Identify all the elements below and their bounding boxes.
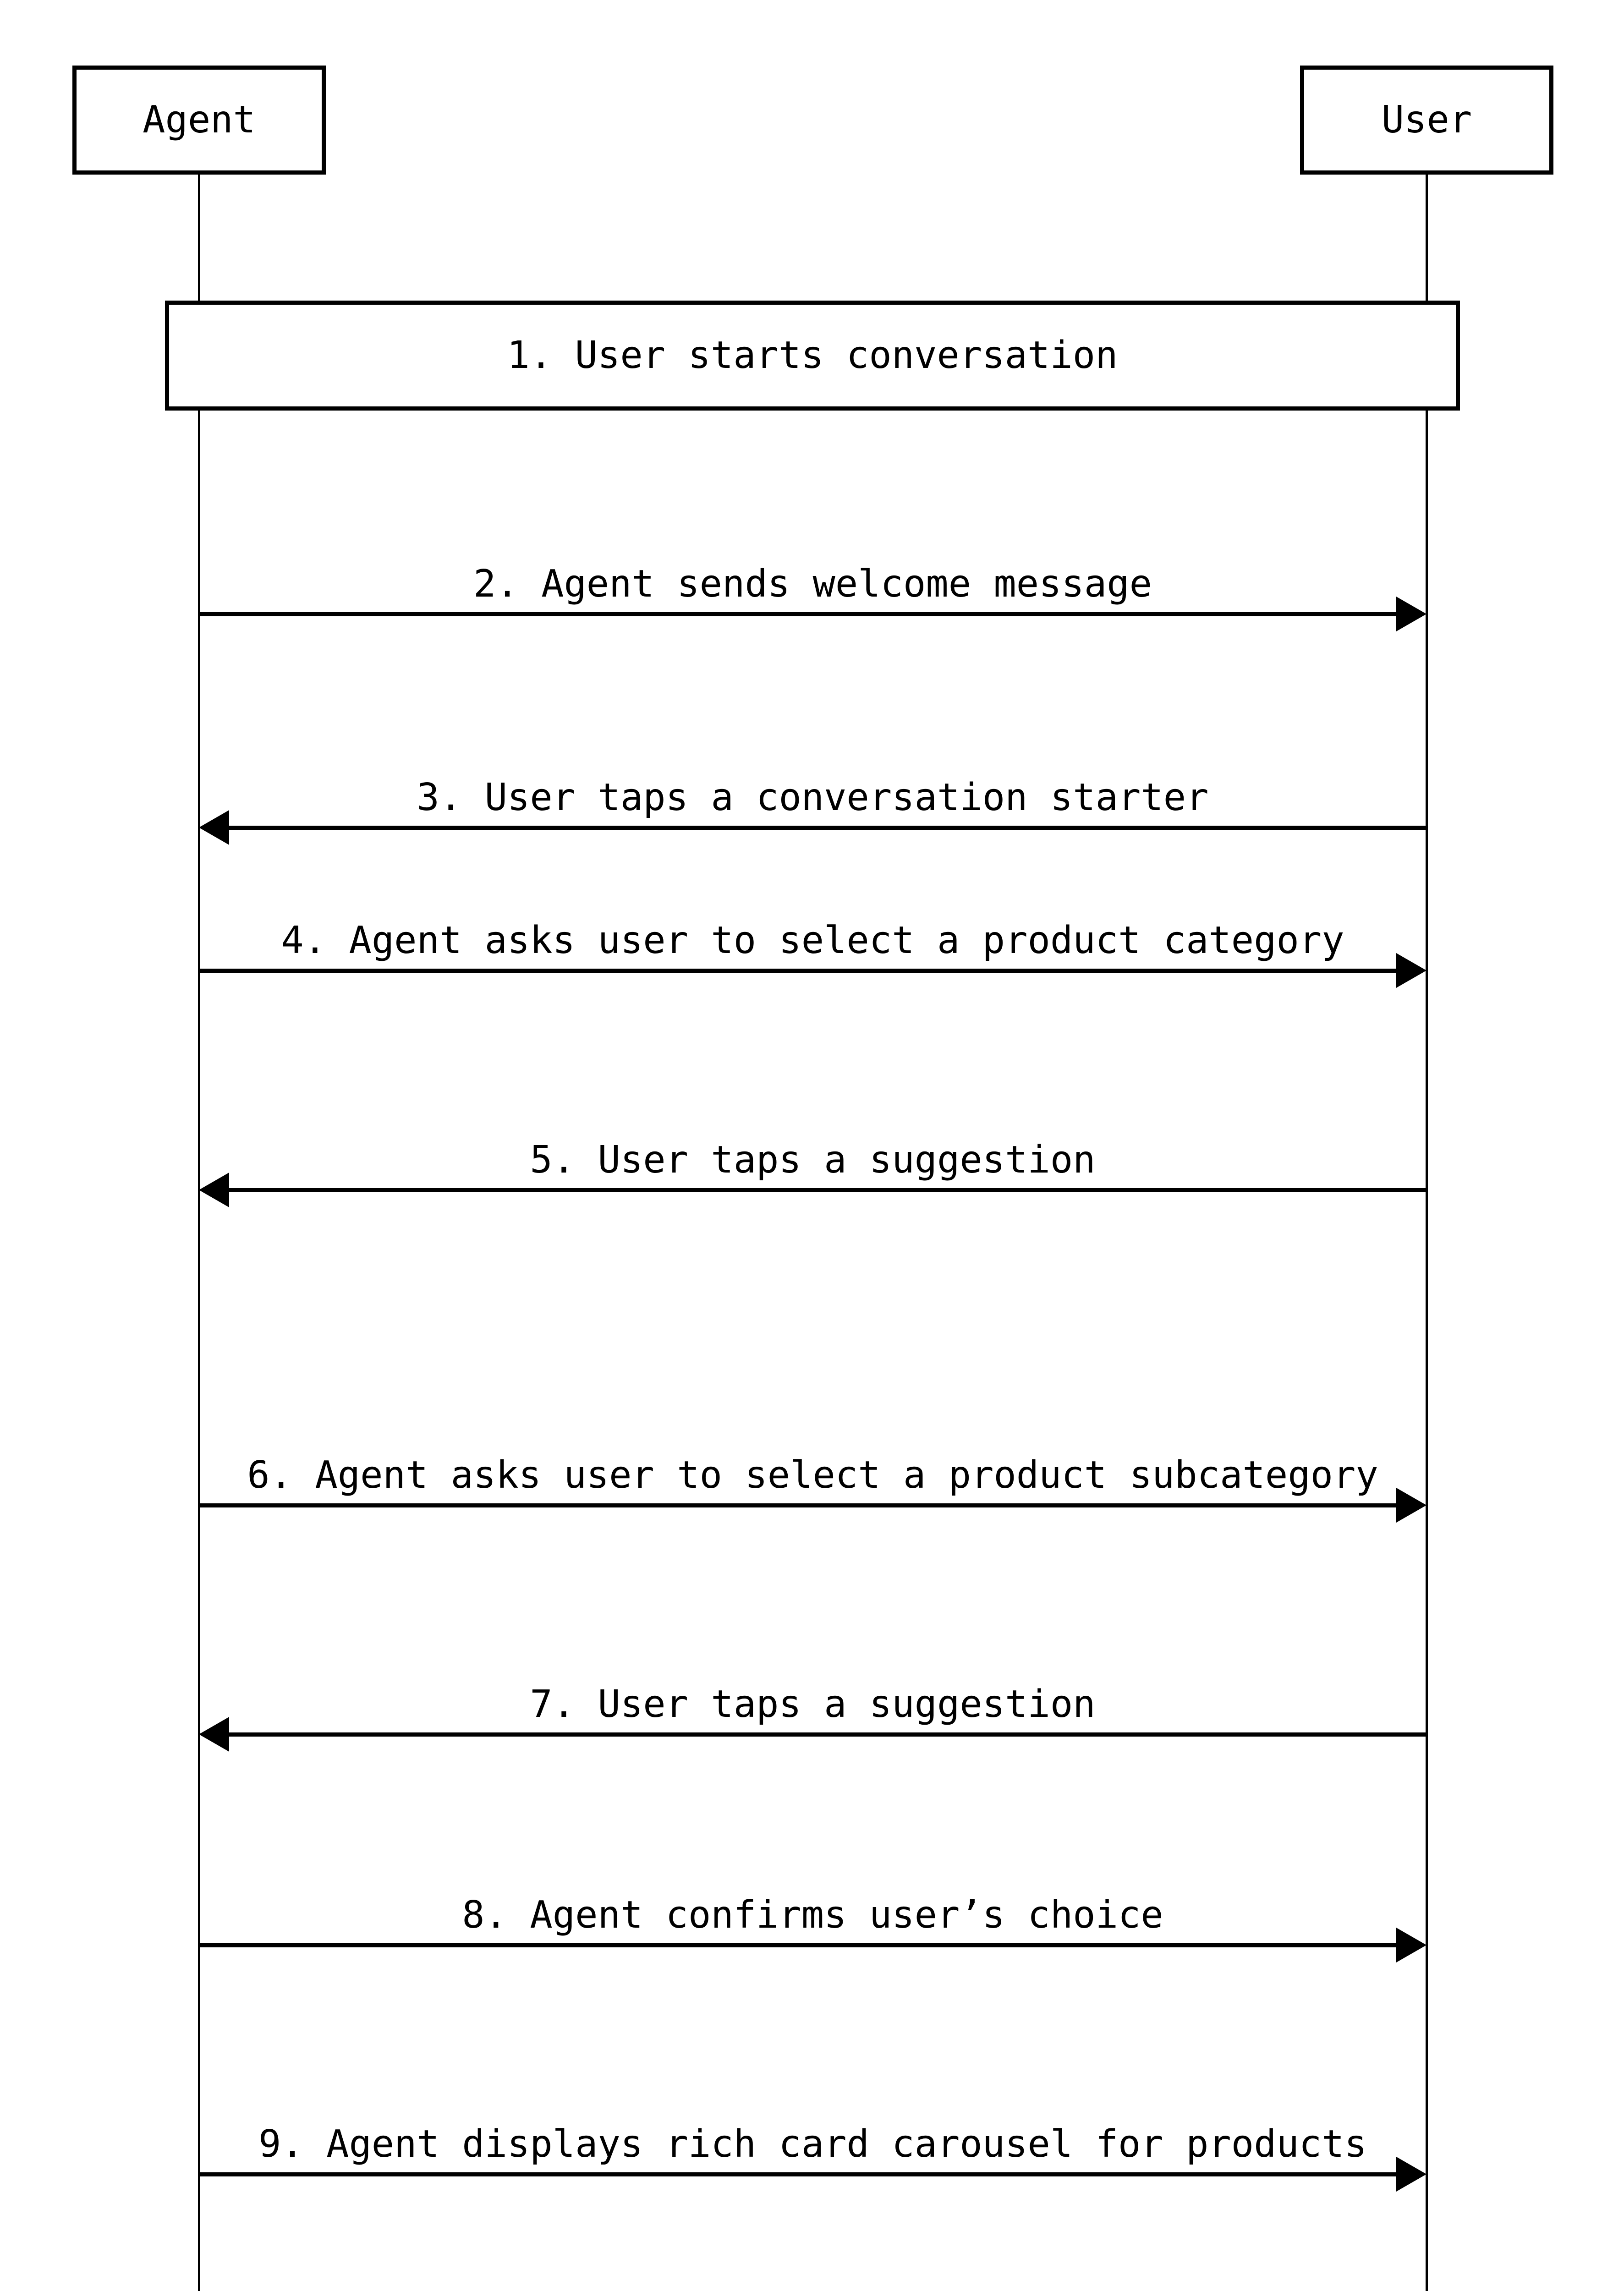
lifeline-agent <box>198 174 200 2291</box>
message-5-line <box>229 1188 1426 1192</box>
participant-header-agent[interactable]: Agent <box>72 66 326 175</box>
note-user-starts-conversation[interactable]: 1. User starts conversation <box>165 301 1460 411</box>
message-8-arrowhead-icon <box>1396 1928 1426 1962</box>
message-2-line <box>199 612 1396 616</box>
message-5-label: 5. User taps a suggestion <box>530 1138 1096 1182</box>
message-7-line <box>229 1732 1426 1737</box>
message-5-arrowhead-icon <box>199 1173 229 1207</box>
message-4-arrowhead-icon <box>1396 953 1426 988</box>
note-label: 1. User starts conversation <box>507 334 1118 377</box>
message-7-arrowhead-icon <box>199 1717 229 1752</box>
message-3-label: 3. User taps a conversation starter <box>417 776 1209 819</box>
message-8-label: 8. Agent confirms user’s choice <box>462 1893 1163 1937</box>
message-8-line <box>199 1943 1396 1947</box>
message-2-arrowhead-icon <box>1396 597 1426 631</box>
message-4-line <box>199 969 1396 973</box>
message-4-label: 4. Agent asks user to select a product c… <box>281 919 1344 962</box>
message-9-line <box>199 2172 1396 2176</box>
participant-header-agent-label: Agent <box>143 98 256 142</box>
message-3-arrowhead-icon <box>199 810 229 845</box>
message-3-line <box>229 826 1426 830</box>
message-9-arrowhead-icon <box>1396 2157 1426 2192</box>
message-6-arrowhead-icon <box>1396 1488 1426 1523</box>
message-9-label: 9. Agent displays rich card carousel for… <box>258 2122 1367 2166</box>
message-6-label: 6. Agent asks user to select a product s… <box>247 1453 1378 1497</box>
message-2-label: 2. Agent sends welcome message <box>473 562 1152 606</box>
message-6-line <box>199 1503 1396 1507</box>
participant-header-user-label: User <box>1381 98 1472 142</box>
participant-header-user[interactable]: User <box>1300 66 1553 175</box>
lifeline-user <box>1426 174 1428 2291</box>
message-7-label: 7. User taps a suggestion <box>530 1683 1096 1726</box>
